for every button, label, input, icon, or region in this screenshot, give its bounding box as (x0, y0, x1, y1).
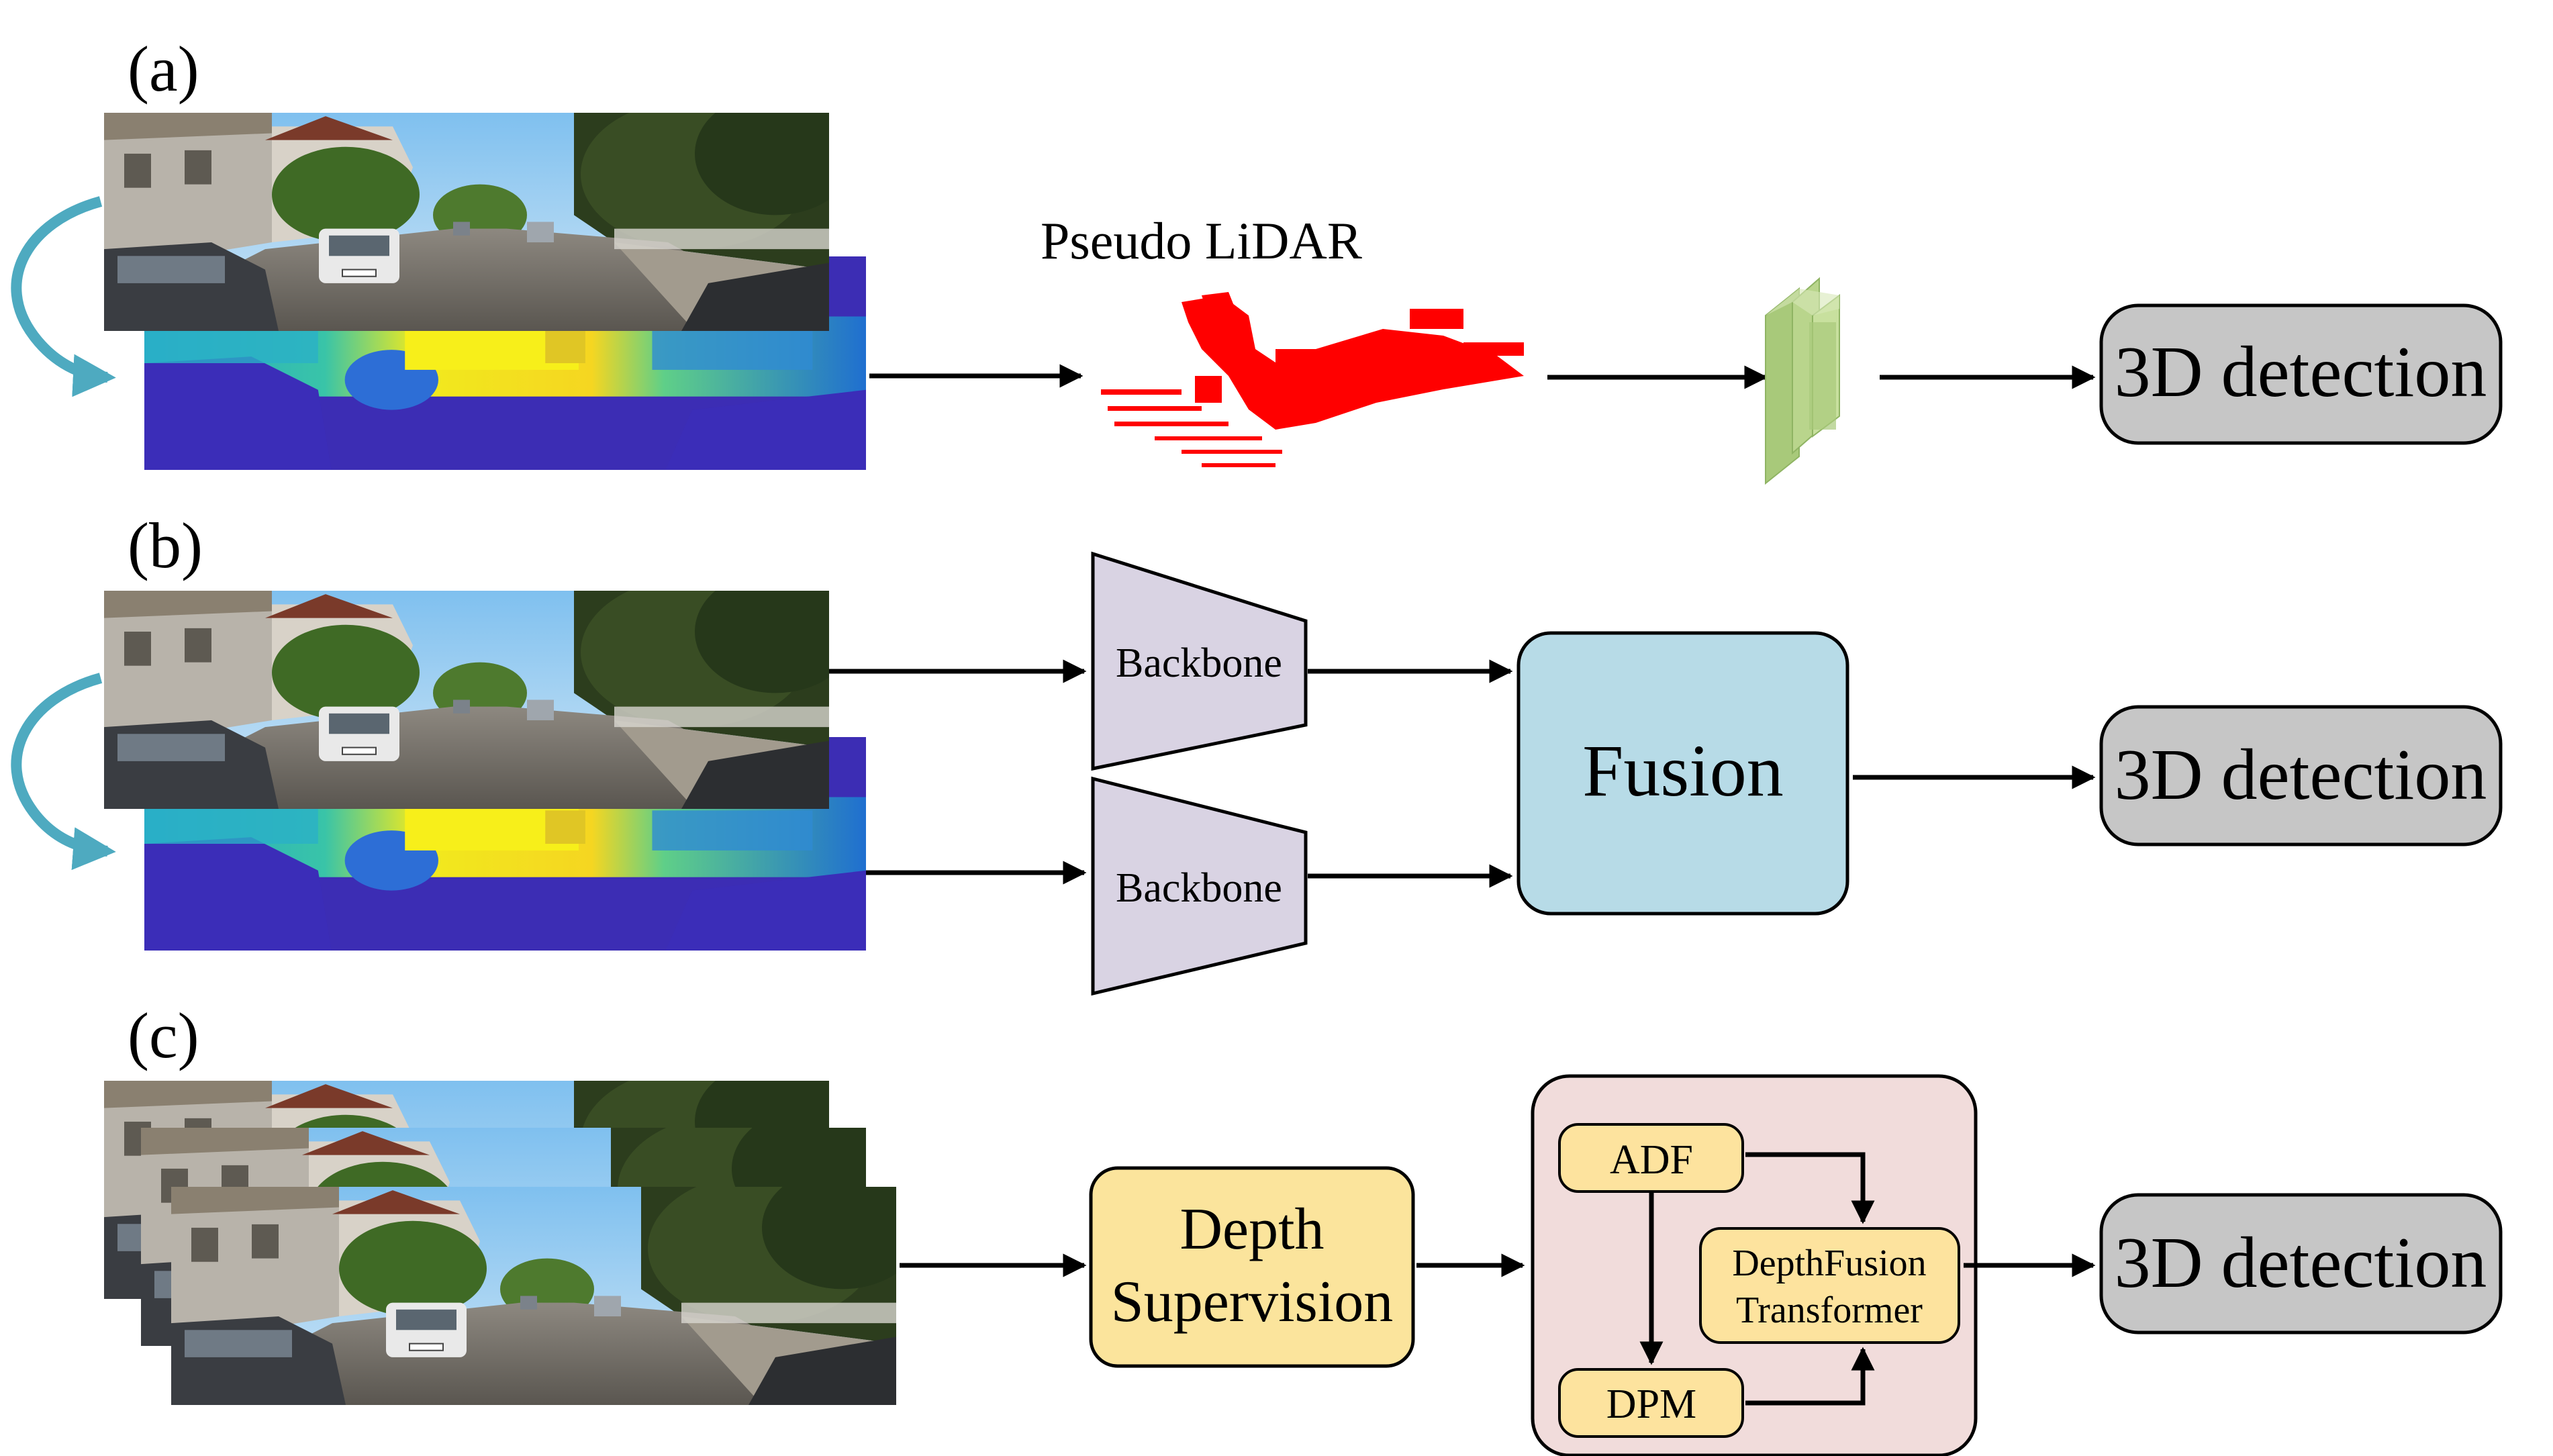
fusion-label: Fusion (1582, 730, 1784, 812)
arrow-adf-to-transformer (1745, 1152, 1875, 1224)
fusion-box (1516, 631, 1849, 916)
depth-supervision-label-line2: Supervision (1111, 1269, 1393, 1334)
depth-supervision-label-line1: Depth (1179, 1197, 1324, 1262)
dpm-box (1558, 1368, 1744, 1438)
panel-a-output-label: 3D detection (2115, 332, 2487, 412)
transformer-label-line2: Transformer (1736, 1290, 1923, 1331)
panel-c-image-front (171, 1187, 896, 1405)
feature-extractor-blocks-icon (1765, 277, 1840, 485)
panel-a-curved-arrow-icon (11, 196, 116, 397)
dpm-label: DPM (1606, 1381, 1696, 1427)
adf-label: ADF (1610, 1137, 1693, 1183)
arrow-dpm-to-transformer (1745, 1347, 1875, 1406)
transformer-label-line1: DepthFusion (1732, 1243, 1926, 1284)
backbone-top (1091, 551, 1308, 771)
panel-c-output-label: 3D detection (2115, 1223, 2487, 1303)
backbone-bottom-label: Backbone (1116, 865, 1282, 911)
panel-b-curved-arrow-icon (11, 673, 116, 871)
backbone-top-label: Backbone (1116, 640, 1282, 686)
panel-c-label: (c) (128, 1000, 199, 1071)
panel-c-output-box (2099, 1193, 2503, 1334)
panel-b-camera-image (104, 591, 829, 809)
panel-a-output-box (2099, 303, 2503, 445)
transformer-box (1699, 1227, 1960, 1344)
panel-b-output-label: 3D detection (2115, 735, 2487, 815)
depth-supervision-box (1089, 1166, 1415, 1368)
panel-a-label: (a) (128, 33, 199, 105)
pseudo-lidar-label: Pseudo LiDAR (1041, 211, 1362, 270)
panel-b-output-box (2099, 705, 2503, 846)
panel-a-camera-image-front (104, 113, 829, 331)
backbone-bottom (1091, 776, 1308, 996)
panel-b-label: (b) (128, 509, 203, 581)
pseudo-lidar-point-cloud-icon (1101, 292, 1524, 467)
panel-c-image-stack (104, 1081, 896, 1405)
